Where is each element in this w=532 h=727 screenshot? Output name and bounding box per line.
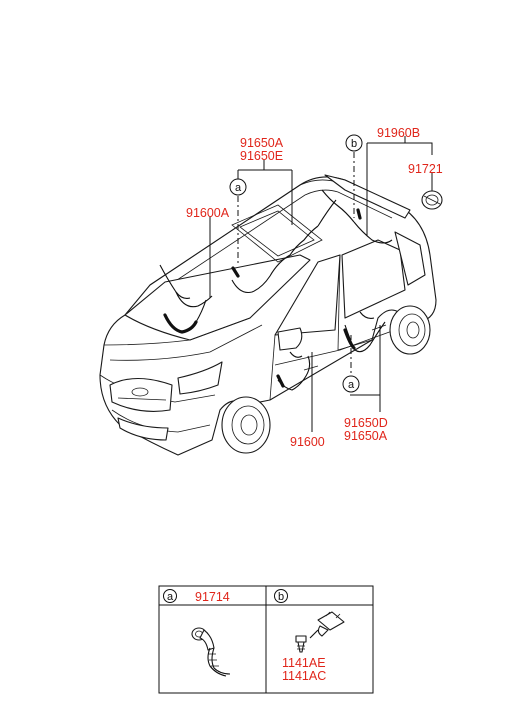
label-1141AC: 1141AC <box>282 669 326 683</box>
callout-b-upper: b <box>345 134 363 152</box>
detail-table: a 91714 b 1141AE 1141AC <box>158 585 374 694</box>
svg-text:b: b <box>278 591 284 603</box>
detail-a-header: a 91714 <box>163 589 230 604</box>
label-91600A: 91600A <box>186 206 230 220</box>
label-1141AE: 1141AE <box>282 656 326 670</box>
grommet-91714-icon <box>191 627 231 677</box>
label-91600: 91600 <box>290 435 325 449</box>
svg-text:a: a <box>235 182 242 194</box>
grommet-91721-icon <box>421 190 443 210</box>
label-91650E: 91650E <box>240 149 283 163</box>
svg-text:a: a <box>167 591 174 603</box>
detail-b-header: b <box>274 589 288 603</box>
label-91650A-top: 91650A <box>240 136 284 150</box>
label-91960B: 91960B <box>377 126 420 140</box>
label-91714: 91714 <box>195 590 230 604</box>
label-91721: 91721 <box>408 162 443 176</box>
callout-a-lower: a <box>342 375 360 393</box>
wiring-harnesses <box>159 189 393 391</box>
callout-a-upper: a <box>229 178 247 196</box>
leader-lines <box>209 136 433 432</box>
car-illustration <box>99 174 437 456</box>
label-91650D: 91650D <box>344 416 388 430</box>
svg-text:a: a <box>348 379 355 391</box>
bolt-bracket-icon <box>295 611 345 653</box>
svg-text:b: b <box>351 138 357 150</box>
label-91650A-bottom: 91650A <box>344 429 388 443</box>
